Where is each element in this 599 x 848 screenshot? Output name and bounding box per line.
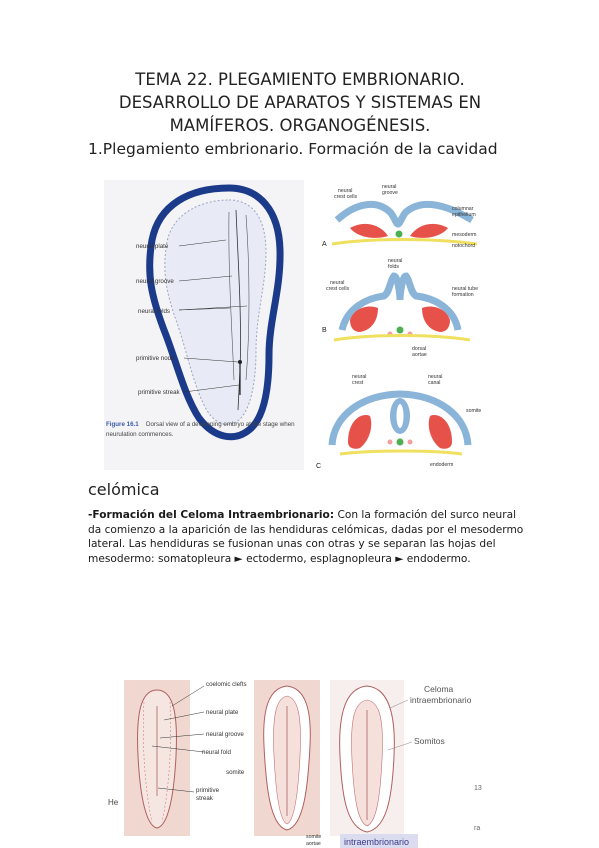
handwritten-somitos: Somitos <box>414 736 445 746</box>
svg-text:notochord: notochord <box>452 243 475 249</box>
svg-text:columnar: columnar <box>452 206 474 212</box>
svg-text:somite: somite <box>466 408 481 414</box>
paragraph-celoma: -Formación del Celoma Intraembrionario: … <box>88 508 528 566</box>
label-streak: streak <box>196 795 214 802</box>
section-heading: 1.Plegamiento embrionario. Formación de … <box>88 140 498 158</box>
neural-fold-left <box>228 211 235 381</box>
title-line-1: TEMA 22. PLEGAMIENTO EMBRIONARIO. <box>135 70 465 89</box>
figure-cross-sections: neural crest cells neural groove columna… <box>316 184 481 470</box>
label-neural-fold: neural fold <box>202 749 231 756</box>
svg-text:canal: canal <box>428 380 440 386</box>
svg-text:crest cells: crest cells <box>334 194 357 200</box>
label-neural-plate: neural plate <box>136 243 169 250</box>
label-neural-plate-b: neural plate <box>206 709 239 716</box>
caption-line-2: neurulation commences. <box>106 431 174 438</box>
section-letter-c: C <box>316 463 321 470</box>
svg-text:crest: crest <box>352 380 364 386</box>
paragraph-text: Con la formación del surco neural da com… <box>88 509 524 565</box>
label-primitive: primitive <box>196 787 220 794</box>
label-somite-cut: somite <box>306 834 321 840</box>
right-fragment-2: ra <box>474 825 480 832</box>
svg-text:crest cells: crest cells <box>326 286 349 292</box>
title-line-2: DESARROLLO DE APARATOS Y SISTEMAS EN <box>118 93 482 112</box>
svg-text:aortae: aortae <box>412 352 427 358</box>
svg-text:mesoderm: mesoderm <box>452 232 477 238</box>
label-primitive-streak: primitive streak <box>138 389 181 396</box>
handwritten-celoma: Celoma <box>424 684 454 694</box>
label-coelomic-clefts: coelomic clefts <box>206 681 247 688</box>
svg-text:formation: formation <box>452 292 474 298</box>
neural-plate-area <box>164 199 267 425</box>
svg-text:neural: neural <box>428 374 442 380</box>
figure-embryo-stages: coelomic clefts neural plate neural groo… <box>108 680 482 848</box>
embryo-outline <box>146 184 284 441</box>
intraembrionario-tag: intraembrionario <box>344 837 409 847</box>
figure-dorsal-view: neural plate neural groove neural folds … <box>104 180 304 470</box>
svg-text:neural: neural <box>388 258 402 264</box>
section-letter-b: B <box>322 327 327 334</box>
svg-text:groove: groove <box>382 190 398 196</box>
label-primitive-node: primitive node <box>136 355 175 362</box>
svg-text:endoderm: endoderm <box>430 462 453 468</box>
title-line-3: MAMÍFEROS. ORGANOGÉNESIS. <box>169 116 431 135</box>
section-heading-continued: celómica <box>88 480 160 499</box>
svg-text:neural: neural <box>330 280 344 286</box>
svg-text:neural tube: neural tube <box>452 286 478 292</box>
section-c: neural crest neural canal somite endoder… <box>316 374 481 470</box>
svg-text:dorsal: dorsal <box>412 346 426 352</box>
svg-text:epithelium: epithelium <box>452 212 476 218</box>
neural-fold-right <box>245 214 250 381</box>
right-fragment-1: 13 <box>474 785 482 792</box>
left-fragment: He <box>108 798 119 807</box>
label-aortae-cut: aortae <box>306 841 321 847</box>
label-somite: somite <box>226 769 245 776</box>
paragraph-bold-lead: -Formación del Celoma Intraembrionario: <box>88 509 335 521</box>
svg-text:folds: folds <box>388 264 399 270</box>
section-a: neural crest cells neural groove columna… <box>322 184 478 249</box>
handwritten-intraembrionario: intraembrionario <box>410 695 472 705</box>
label-neural-folds: neural folds <box>138 308 170 315</box>
document-title: TEMA 22. PLEGAMIENTO EMBRIONARIO. DESARR… <box>60 68 540 137</box>
svg-text:neural: neural <box>338 188 352 194</box>
svg-text:neural: neural <box>382 184 396 190</box>
caption-figure-number: Figure 16.1 <box>106 421 139 428</box>
caption-line-1: Dorsal view of a developing embryo at th… <box>146 421 295 428</box>
section-letter-a: A <box>322 241 327 248</box>
label-neural-groove-b: neural groove <box>206 731 244 738</box>
section-b: neural folds neural crest cells neural t… <box>322 258 478 358</box>
label-neural-groove: neural groove <box>136 278 174 285</box>
svg-text:neural: neural <box>352 374 366 380</box>
